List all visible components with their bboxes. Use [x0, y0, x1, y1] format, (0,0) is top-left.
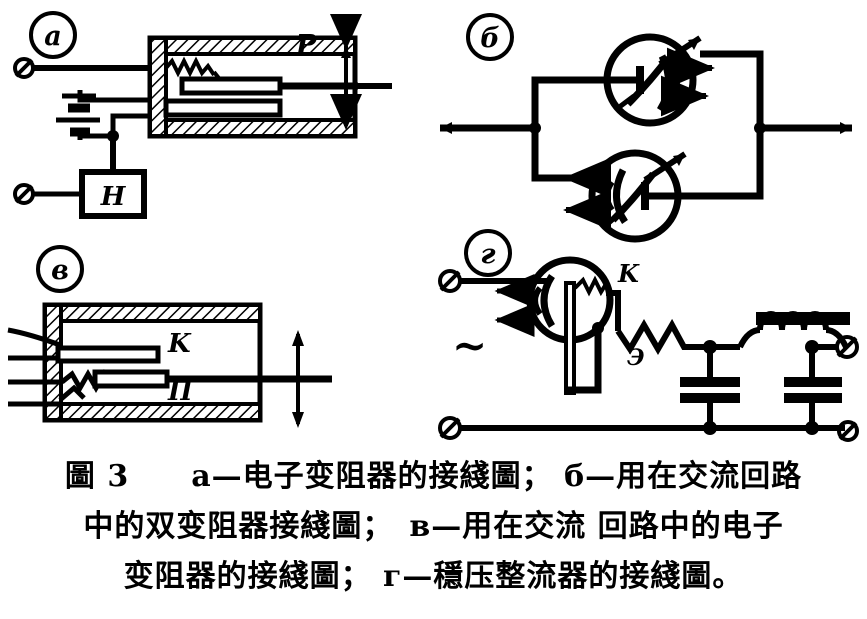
- panel-v: в K П: [7, 245, 332, 428]
- panel-b: б: [440, 13, 852, 243]
- panel-a-battery: [56, 90, 100, 140]
- panel-g-choke: [737, 311, 850, 349]
- panel-a-plate-upper: [179, 76, 283, 96]
- panel-g-resistor: [615, 318, 696, 355]
- panel-b-input-arrow: [440, 122, 452, 134]
- panel-v-filament-lower: [58, 384, 86, 402]
- panel-b-marker-badge: б: [466, 13, 514, 61]
- caption-line-3: 变阻器的接綫圖； г—穩压整流器的接綫圖。: [123, 559, 744, 594]
- panel-g-terminal-ac-bottom: [438, 416, 462, 440]
- panel-v-cathode-label: K: [167, 329, 192, 359]
- panel-g-ac-symbol: ~: [452, 321, 487, 370]
- panel-b-output-arrow: [840, 122, 852, 134]
- panel-v-lead-1: [7, 327, 61, 348]
- panel-g-cathode-label: K: [617, 259, 640, 288]
- panel-g-choke-core: [756, 312, 850, 325]
- panel-b-lower-branch-out: [676, 128, 764, 200]
- panel-b-tube-lower: [563, 149, 687, 243]
- panel-g-terminal-ac-top: [438, 269, 462, 293]
- panel-a-load-label: H: [100, 182, 127, 212]
- panel-b-upper-branch-in: [531, 76, 610, 128]
- panel-g-marker-text: г: [480, 239, 495, 270]
- panel-g-tube-coil: [573, 275, 608, 297]
- panel-v-arrow-up-head: [292, 330, 304, 346]
- panel-a: a: [13, 11, 392, 219]
- caption-line-2: 中的双变阻器接綫圖； в—用在交流 回路中的电子: [83, 509, 784, 544]
- panel-a-arrow-down-head: [341, 114, 351, 126]
- figure-caption: 圖 3 a—电子变阻器的接綫圖； б—用在交流回路 中的双变阻器接綫圖； в—用…: [0, 452, 867, 602]
- panel-g-node-c2-gnd: [805, 421, 819, 435]
- panel-b-upper-branch-out: [700, 50, 764, 128]
- panel-a-arrow-up-head: [341, 46, 351, 58]
- panel-g-marker-badge: г: [464, 229, 512, 277]
- panel-a-terminal-bottom: [13, 183, 35, 205]
- panel-g-anode-rod: [564, 281, 576, 395]
- panel-v-cathode-bar: [55, 345, 161, 364]
- panel-b-input-node: [529, 122, 541, 134]
- caption-line-1: 圖 3 a—电子变阻器的接綫圖； б—用在交流回路: [64, 459, 803, 494]
- panel-v-plate-bar: [92, 369, 170, 389]
- panel-a-marker-text: a: [44, 21, 62, 52]
- panel-b-marker-text: б: [480, 23, 500, 54]
- panel-a-cathode-wire: [80, 113, 150, 139]
- panel-a-plate-lower: [163, 98, 283, 118]
- panel-a-marker-badge: a: [29, 11, 77, 59]
- panel-a-filament: [164, 56, 216, 78]
- panel-b-tube-upper: [603, 33, 715, 127]
- panel-g-cathode-wire: [606, 290, 621, 331]
- panel-g: г ~ K: [438, 229, 859, 442]
- panel-v-marker-badge: в: [36, 245, 84, 293]
- panel-a-load-box: H: [79, 169, 147, 219]
- panel-g-screen-node: [592, 322, 604, 334]
- panel-g-screen-bracket: [566, 328, 602, 394]
- panel-g-terminal-out-bottom: [837, 420, 859, 442]
- panel-a-rheostat-label: P: [295, 30, 317, 61]
- panel-v-arrow-down-head: [292, 412, 304, 428]
- panel-a-terminal-top: [13, 57, 35, 79]
- panel-g-node-c1-gnd: [703, 421, 717, 435]
- panel-g-terminal-out-top: [835, 335, 859, 359]
- panel-v-marker-text: в: [51, 255, 69, 286]
- panel-g-tube: K: [494, 256, 640, 395]
